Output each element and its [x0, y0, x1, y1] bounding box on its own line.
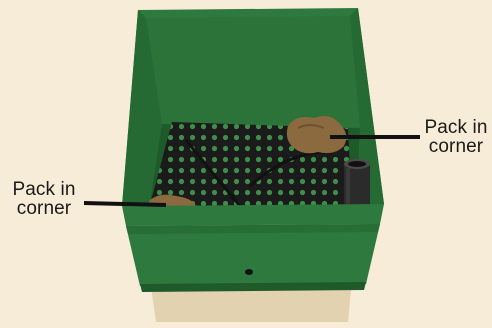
planter-front-lip [122, 204, 384, 226]
callout-left-line2: corner [6, 199, 82, 218]
callout-left: Pack in corner [6, 180, 82, 218]
fill-tube-icon [344, 159, 370, 210]
callout-right-line2: corner [418, 137, 492, 156]
callout-right: Pack in corner [418, 118, 492, 156]
drain-hole-icon [245, 269, 253, 275]
leader-line-left [84, 203, 166, 205]
callout-right-line1: Pack in [418, 118, 492, 137]
planter-inner-back [146, 16, 360, 128]
soil-clump-right [287, 116, 346, 153]
callout-left-line1: Pack in [6, 180, 82, 199]
